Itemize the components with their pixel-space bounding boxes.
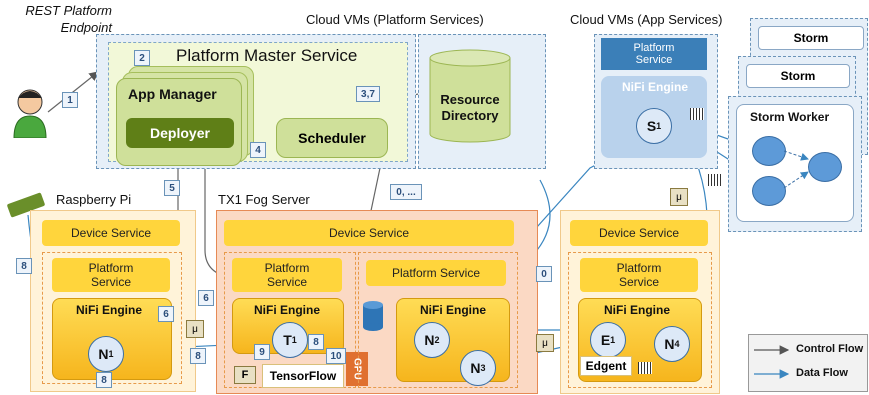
step-6-rpi: 6 <box>158 306 174 322</box>
tx1-device-service: Device Service <box>224 220 514 246</box>
mu-tag-rpi: μ <box>186 320 204 338</box>
step-3-7: 3,7 <box>356 86 380 102</box>
edge-platform-area <box>568 252 712 388</box>
gpu-box: GPU <box>346 352 368 386</box>
tensorflow-box: TensorFlow <box>262 364 344 388</box>
step-0: 0 <box>536 266 552 282</box>
storm-box-2: Storm <box>746 64 850 88</box>
cloud-platform-label: Cloud VMs (Platform Services) <box>306 12 484 27</box>
storm-node-3 <box>752 176 786 206</box>
step-8-left: 8 <box>16 258 32 274</box>
app-manager-label: App Manager <box>128 86 217 102</box>
database-icon <box>362 300 384 332</box>
f-box: F <box>234 366 256 384</box>
scheduler-box: Scheduler <box>276 118 388 158</box>
step-6-tx1: 6 <box>198 290 214 306</box>
step-8-t1: 8 <box>308 334 324 350</box>
rpi-device-service: Device Service <box>42 220 180 246</box>
legend <box>748 334 868 392</box>
queue-icon <box>690 108 704 120</box>
resource-directory-db <box>428 48 512 144</box>
edge-platform-service: Platform Service <box>580 258 698 292</box>
step-10: 10 <box>326 348 346 364</box>
cloud-nifi-engine-label: NiFi Engine <box>622 80 688 94</box>
tx1-platform-service-1: Platform Service <box>232 258 342 292</box>
step-5: 5 <box>164 180 180 196</box>
rpi-platform-area <box>42 252 182 384</box>
storm-node-2 <box>808 152 842 182</box>
step-4: 4 <box>250 142 266 158</box>
legend-control-flow: Control Flow <box>796 343 864 355</box>
edge-nifi-label: NiFi Engine <box>604 303 670 317</box>
tx1-platform-area-2 <box>358 252 518 388</box>
rest-endpoint-label: REST Platform Endpoint <box>25 3 112 35</box>
legend-lines <box>754 345 790 379</box>
cloud-platform-service-box: Platform Service <box>601 38 707 70</box>
step-2: 2 <box>134 50 150 66</box>
resource-directory-label: Resource Directory <box>440 92 500 123</box>
edgent-box: Edgent <box>580 356 632 376</box>
storm-box-3: Storm <box>758 26 864 50</box>
platform-master-title: Platform Master Service <box>176 46 358 65</box>
mu-tag-tx1: μ <box>536 334 554 352</box>
cloud-app-label: Cloud VMs (App Services) <box>570 12 723 27</box>
edge-device-service: Device Service <box>570 220 708 246</box>
step-8-rpi: 8 <box>96 372 112 388</box>
tx1-platform-service-2: Platform Service <box>366 260 506 286</box>
step-9: 9 <box>254 344 270 360</box>
tx1-nifi-label-2: NiFi Engine <box>420 303 486 317</box>
rpi-platform-service: Platform Service <box>52 258 170 292</box>
cloud-queue-icon <box>708 174 722 186</box>
edgent-queue-icon <box>638 362 652 374</box>
mu-tag-cloud: μ <box>670 188 688 206</box>
tx1-nifi-label-1: NiFi Engine <box>254 303 320 317</box>
storm-worker-label: Storm Worker <box>750 110 830 124</box>
legend-data-flow: Data Flow <box>796 367 848 379</box>
deployer-box: Deployer <box>126 118 234 148</box>
storm-edges <box>783 150 809 189</box>
tx1-label: TX1 Fog Server <box>218 192 310 207</box>
raspberry-pi-label: Raspberry Pi <box>56 192 132 207</box>
step-1: 1 <box>62 92 78 108</box>
rpi-nifi-label: NiFi Engine <box>76 303 142 317</box>
step-8-tx1: 8 <box>190 348 206 364</box>
user-icon <box>12 88 48 139</box>
step-0-dots: 0, ... <box>390 184 422 200</box>
